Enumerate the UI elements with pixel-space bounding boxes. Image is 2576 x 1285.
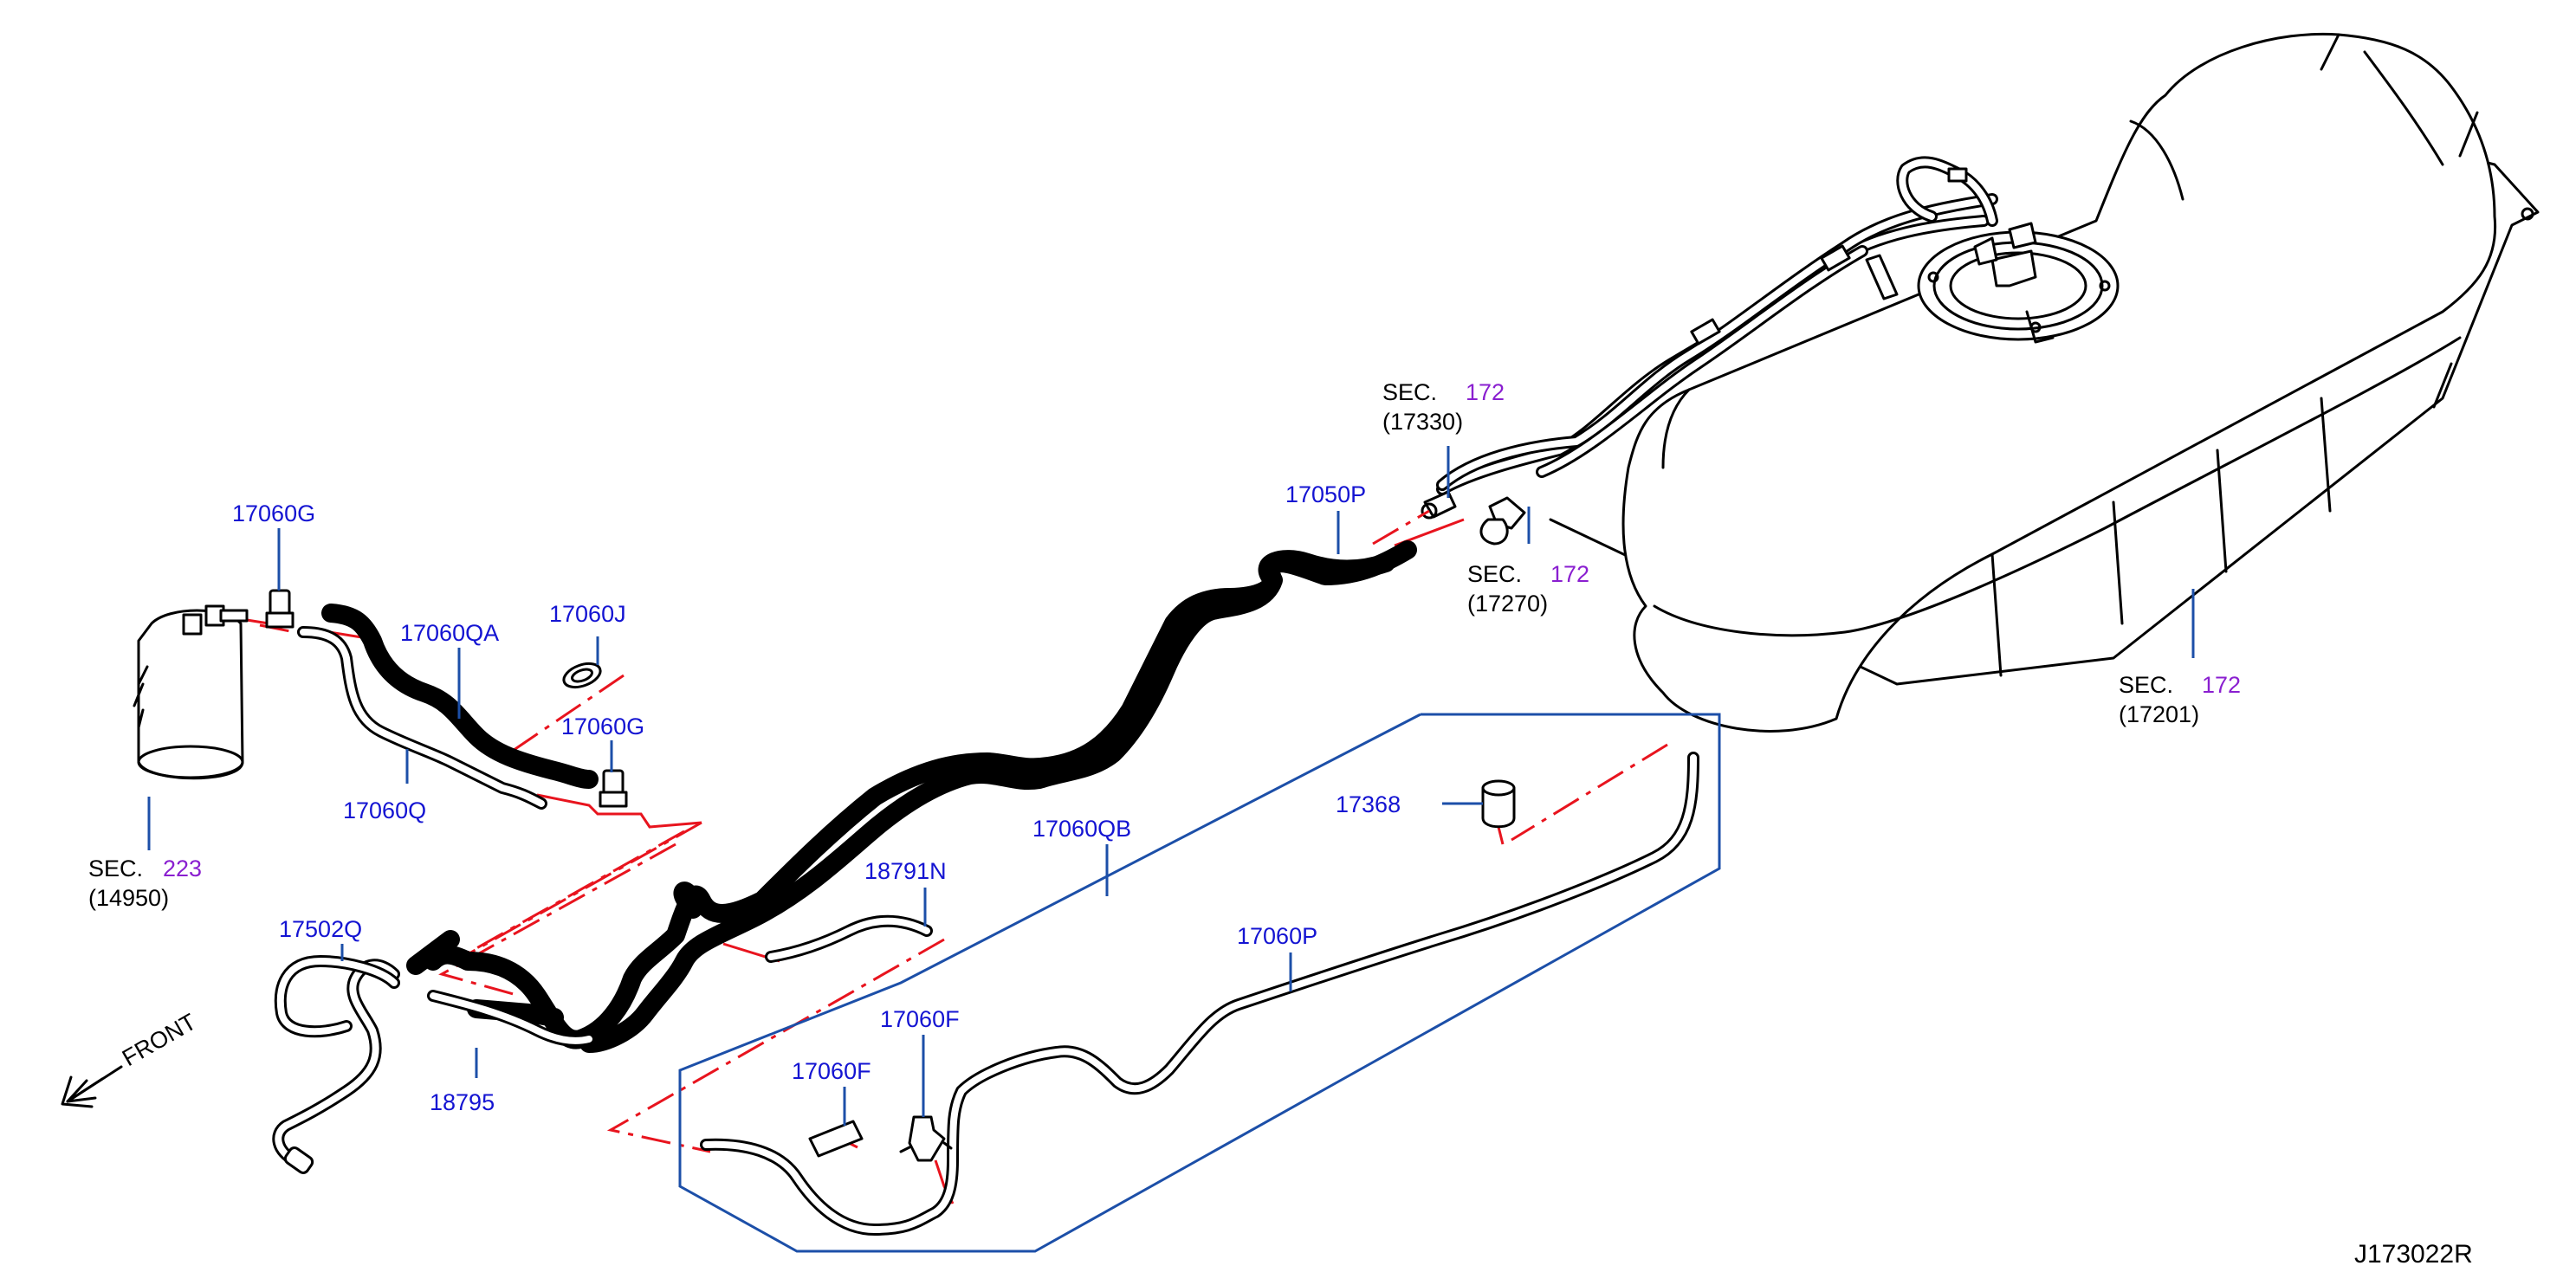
sec-17330-label: SEC. bbox=[1382, 379, 1437, 405]
sec-17201-number: 172 bbox=[2202, 672, 2241, 698]
label-17060G-lower: 17060G bbox=[561, 714, 644, 739]
sec-canister-label: SEC. bbox=[88, 856, 143, 881]
label-17060G-upper: 17060G bbox=[232, 500, 315, 526]
label-18795: 18795 bbox=[430, 1089, 495, 1115]
label-17060J: 17060J bbox=[549, 601, 626, 627]
label-18791N: 18791N bbox=[864, 858, 947, 884]
part-labels: 17060G 17060QA 17060J 17060G 17060Q 1750… bbox=[232, 481, 1401, 1115]
label-17060P: 17060P bbox=[1237, 923, 1317, 949]
section-references: SEC. 223 (14950) SEC. 172 (17330) SEC. 1… bbox=[88, 379, 2241, 911]
quick-connectors bbox=[1421, 490, 1526, 546]
label-17060F-right: 17060F bbox=[880, 1006, 960, 1032]
leader-lines bbox=[147, 446, 2195, 1126]
hollow-pipes bbox=[272, 626, 933, 1174]
label-17060QB: 17060QB bbox=[1032, 816, 1131, 842]
sec-canister-number: 223 bbox=[163, 856, 202, 881]
sec-17270-number: 172 bbox=[1550, 561, 1589, 587]
sec-17270-part: (17270) bbox=[1467, 591, 1548, 617]
label-17060QA: 17060QA bbox=[400, 620, 499, 646]
sec-17330-number: 172 bbox=[1466, 379, 1505, 405]
fuel-tank bbox=[1549, 32, 2540, 733]
tank-lines bbox=[1436, 156, 1998, 495]
clips-and-grommets bbox=[265, 589, 628, 808]
sec-canister-part: (14950) bbox=[88, 885, 169, 911]
sec-17330-part: (17330) bbox=[1382, 409, 1463, 435]
label-17060F-left: 17060F bbox=[792, 1058, 871, 1084]
diagram-code: J173022R bbox=[2354, 1240, 2473, 1269]
sec-17201-label: SEC. bbox=[2119, 672, 2173, 698]
front-arrow: FRONT bbox=[61, 1009, 201, 1108]
label-17050P: 17050P bbox=[1285, 481, 1366, 507]
detail-box bbox=[678, 713, 1721, 1253]
sec-17270-label: SEC. bbox=[1467, 561, 1522, 587]
front-label: FRONT bbox=[118, 1009, 201, 1071]
label-17368: 17368 bbox=[1336, 791, 1401, 817]
evap-canister bbox=[133, 604, 249, 780]
label-17502Q: 17502Q bbox=[279, 916, 362, 942]
sec-17201-part: (17201) bbox=[2119, 701, 2199, 727]
label-17060Q: 17060Q bbox=[343, 797, 426, 823]
